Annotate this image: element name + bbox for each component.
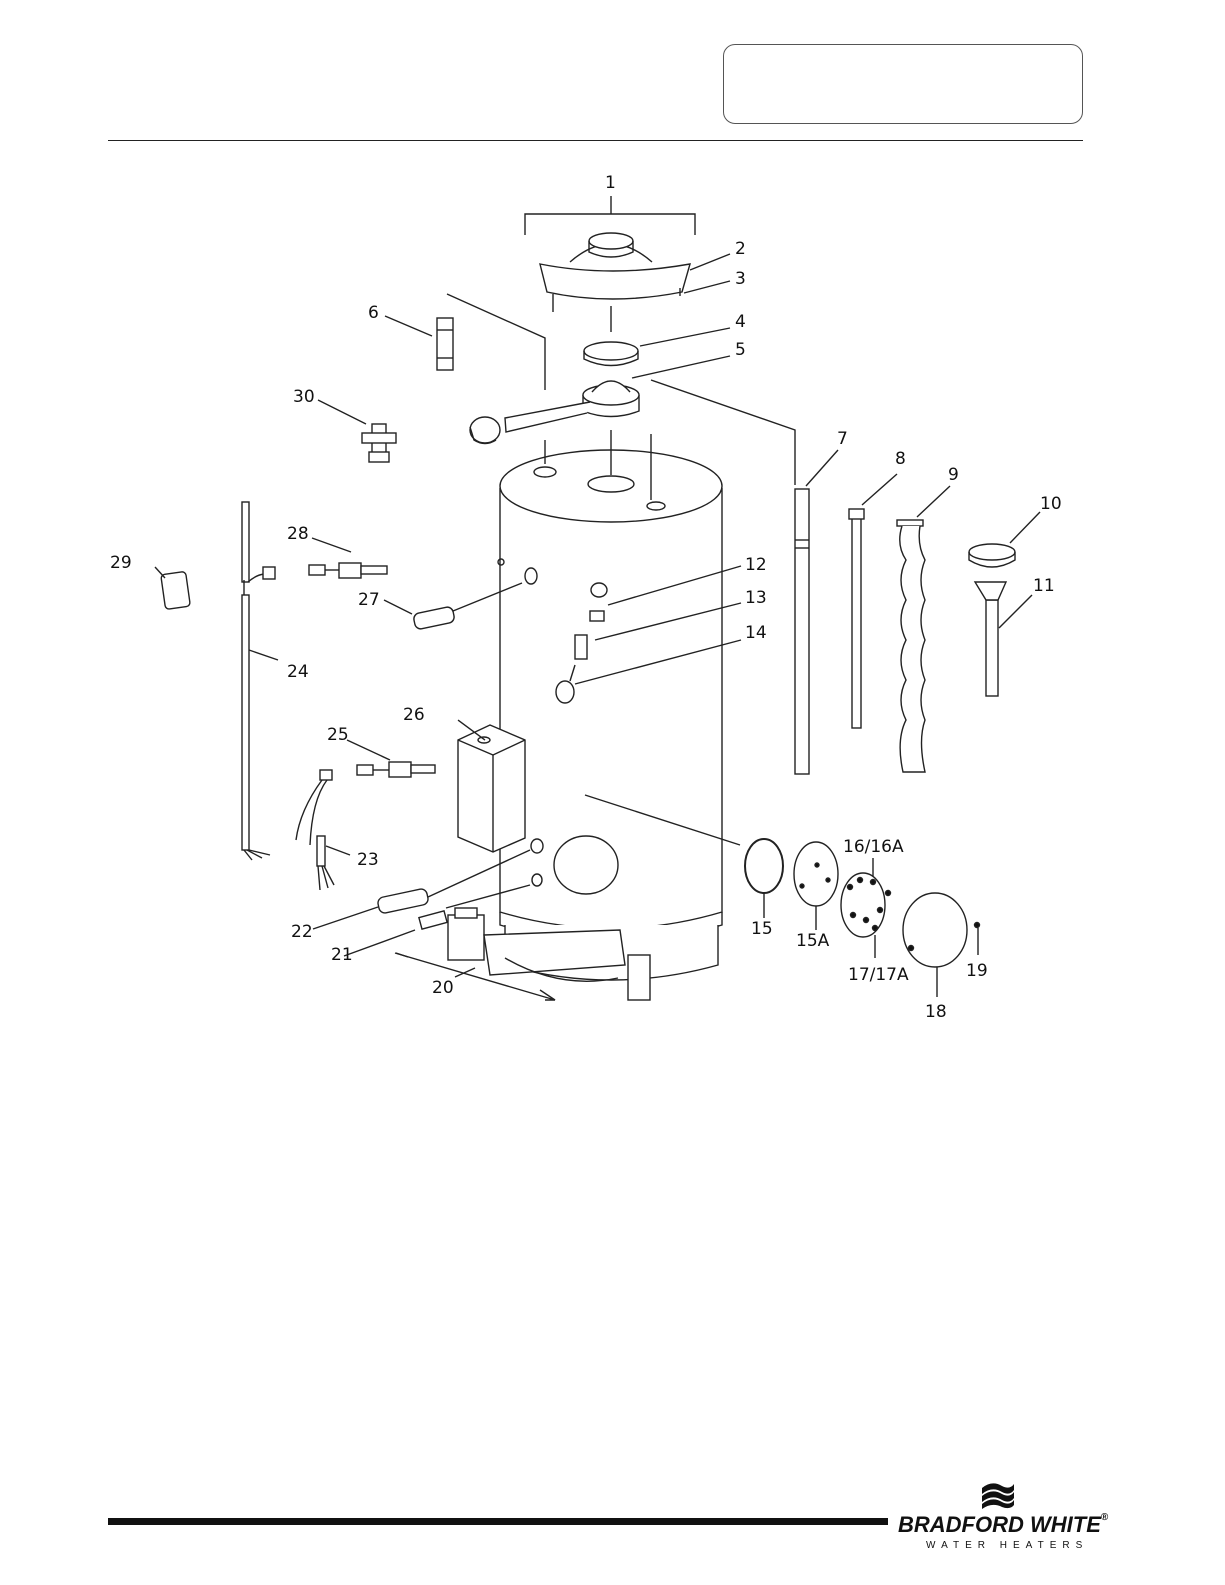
callout-9: 9 bbox=[948, 465, 959, 485]
footer-rule bbox=[108, 1518, 888, 1525]
callout-27: 27 bbox=[358, 590, 380, 610]
callout-13: 13 bbox=[745, 588, 767, 608]
callout-12: 12 bbox=[745, 555, 767, 575]
wire-23 bbox=[296, 770, 334, 890]
drain-valve-14-stem bbox=[575, 635, 587, 659]
brand-logo: BRADFORD WHITE® WATER HEATERS bbox=[898, 1478, 1108, 1574]
callout-28: 28 bbox=[287, 524, 309, 544]
callout-1: 1 bbox=[605, 173, 616, 193]
gasket-15 bbox=[745, 839, 783, 893]
flue-ring bbox=[584, 342, 638, 366]
plug-12 bbox=[591, 583, 607, 597]
callout-29: 29 bbox=[110, 553, 132, 573]
brand-name: BRADFORD WHITE® bbox=[898, 1512, 1108, 1538]
sensor-25 bbox=[357, 762, 435, 777]
water-heater-exploded-diagram: 1 2 3 4 5 6 7 8 9 10 11 12 13 14 15 15A … bbox=[0, 0, 1225, 1060]
callout-22: 22 bbox=[291, 922, 313, 942]
nipple-22 bbox=[377, 888, 429, 914]
callout-18: 18 bbox=[925, 1002, 947, 1022]
callout-8: 8 bbox=[895, 449, 906, 469]
callout-14: 14 bbox=[745, 623, 767, 643]
callout-21: 21 bbox=[331, 945, 353, 965]
callout-26: 26 bbox=[403, 705, 425, 725]
tank-body bbox=[500, 450, 722, 980]
callout-17: 17/17A bbox=[848, 965, 909, 985]
baffle-11 bbox=[975, 582, 1006, 696]
ring-10 bbox=[969, 544, 1015, 567]
nipple-27 bbox=[413, 606, 455, 630]
callout-16: 16/16A bbox=[843, 837, 904, 857]
draft-hood bbox=[525, 214, 695, 312]
flue-connector bbox=[470, 381, 639, 444]
callout-7: 7 bbox=[837, 429, 848, 449]
callout-23: 23 bbox=[357, 850, 379, 870]
nipple-6 bbox=[437, 318, 453, 370]
callout-19: 19 bbox=[966, 961, 988, 981]
callout-2: 2 bbox=[735, 239, 746, 259]
callout-25: 25 bbox=[327, 725, 349, 745]
callout-3: 3 bbox=[735, 269, 746, 289]
mixing-valve bbox=[362, 424, 396, 462]
flexible-anode bbox=[897, 520, 925, 772]
callout-30: 30 bbox=[293, 387, 315, 407]
callout-20: 20 bbox=[432, 978, 454, 998]
callout-10: 10 bbox=[1040, 494, 1062, 514]
callout-5: 5 bbox=[735, 340, 746, 360]
callout-4: 4 bbox=[735, 312, 746, 332]
control-module-29 bbox=[161, 571, 191, 609]
callout-15a: 15A bbox=[796, 931, 830, 951]
callout-11: 11 bbox=[1033, 576, 1055, 596]
cover-plate-16 bbox=[841, 873, 885, 937]
flag-icon bbox=[980, 1478, 1016, 1510]
junction-box-26 bbox=[458, 725, 525, 852]
brand-tagline: WATER HEATERS bbox=[926, 1540, 1106, 1551]
anode-rod-7 bbox=[795, 489, 809, 774]
inspection-opening bbox=[554, 836, 618, 894]
gasket-15a bbox=[794, 842, 838, 906]
thermostat-28 bbox=[309, 563, 387, 578]
bushing-13 bbox=[590, 611, 604, 621]
fitting-21 bbox=[419, 911, 447, 929]
callout-15: 15 bbox=[751, 919, 773, 939]
anode-rod-8 bbox=[849, 509, 864, 728]
callout-6: 6 bbox=[368, 303, 379, 323]
callout-24: 24 bbox=[287, 662, 309, 682]
wire-harness-24 bbox=[242, 502, 275, 860]
outer-cover-18 bbox=[903, 893, 967, 967]
